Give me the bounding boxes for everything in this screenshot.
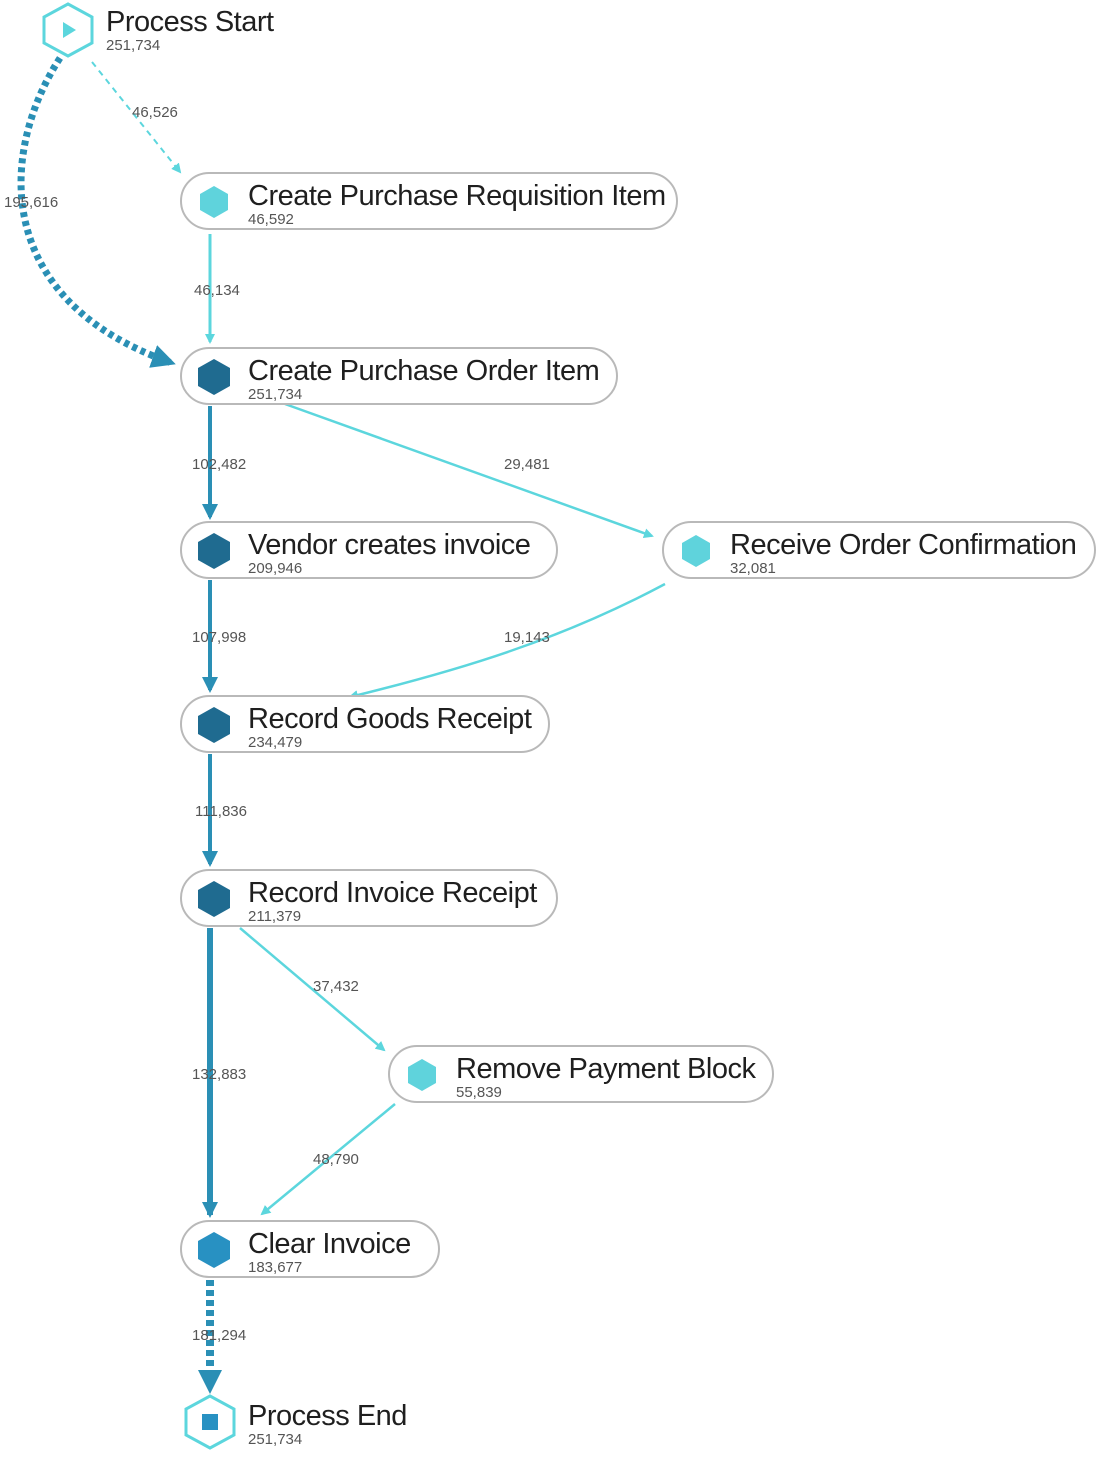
node-clear-invoice[interactable]: Clear Invoice 183,677 (180, 1220, 440, 1278)
edge-label-payment-block-to-clear-invoice: 48,790 (313, 1151, 359, 1168)
edge-label-start-to-order-item: 195,616 (4, 194, 59, 211)
edge-order-item-to-confirmation (284, 402, 654, 538)
node-label: Vendor creates invoice (248, 529, 531, 561)
node-label: Record Invoice Receipt (248, 877, 537, 909)
edge-label-order-item-to-vendor-invoice: 102,482 (192, 456, 247, 473)
edge-start-to-order-item (17, 56, 176, 368)
node-record-goods-receipt[interactable]: Record Goods Receipt 234,479 (180, 695, 550, 753)
node-count: 211,379 (248, 908, 302, 925)
activity-hexagon-icon (198, 881, 230, 917)
node-count: 32,081 (730, 560, 776, 577)
process-start-label: Process Start (106, 6, 274, 38)
edge-label-start-to-requisition: 46,526 (132, 104, 178, 121)
activity-hexagon-icon (198, 359, 230, 395)
edge-label-clear-invoice-to-end: 181,294 (192, 1327, 247, 1344)
edge-start-to-requisition (91, 61, 182, 174)
node-count: 46,592 (248, 211, 294, 228)
process-end-count: 251,734 (248, 1431, 303, 1448)
edge-confirmation-to-goods-receipt (348, 582, 666, 700)
node-label: Receive Order Confirmation (730, 529, 1077, 561)
node-label: Clear Invoice (248, 1228, 411, 1260)
process-end-icon (184, 1394, 236, 1450)
edge-label-invoice-receipt-to-clear-invoice: 132,883 (192, 1066, 247, 1083)
edge-label-goods-receipt-to-invoice-receipt: 111,836 (195, 803, 247, 820)
node-receive-order-confirmation[interactable]: Receive Order Confirmation 32,081 (662, 521, 1096, 579)
node-label: Create Purchase Requisition Item (248, 180, 666, 212)
node-count: 234,479 (248, 734, 303, 751)
node-count: 209,946 (248, 560, 303, 577)
edge-label-order-item-to-confirmation: 29,481 (504, 456, 550, 473)
edge-invoice-receipt-to-payment-block (239, 927, 386, 1052)
activity-hexagon-icon (198, 533, 230, 569)
process-start-icon (42, 2, 94, 58)
process-start-count: 251,734 (106, 37, 161, 54)
edge-payment-block-to-clear-invoice (260, 1103, 396, 1216)
node-create-purchase-order-item[interactable]: Create Purchase Order Item 251,734 (180, 347, 618, 405)
node-count: 183,677 (248, 1259, 303, 1276)
node-record-invoice-receipt[interactable]: Record Invoice Receipt 211,379 (180, 869, 558, 927)
process-end-label: Process End (248, 1400, 407, 1432)
node-count: 251,734 (248, 386, 303, 403)
node-remove-payment-block[interactable]: Remove Payment Block 55,839 (388, 1045, 774, 1103)
activity-hexagon-icon (408, 1059, 436, 1091)
edge-label-invoice-receipt-to-payment-block: 37,432 (313, 978, 359, 995)
edge-label-vendor-invoice-to-goods-receipt: 107,998 (192, 629, 247, 646)
edge-label-requisition-to-order-item: 46,134 (194, 282, 240, 299)
activity-hexagon-icon (682, 535, 710, 567)
activity-hexagon-icon (198, 1232, 230, 1268)
activity-hexagon-icon (198, 707, 230, 743)
node-label: Record Goods Receipt (248, 703, 532, 735)
node-label: Remove Payment Block (456, 1053, 756, 1085)
node-create-purchase-requisition-item[interactable]: Create Purchase Requisition Item 46,592 (180, 172, 678, 230)
node-vendor-creates-invoice[interactable]: Vendor creates invoice 209,946 (180, 521, 558, 579)
node-count: 55,839 (456, 1084, 502, 1101)
node-label: Create Purchase Order Item (248, 355, 600, 387)
activity-hexagon-icon (200, 186, 228, 218)
edge-label-confirmation-to-goods-receipt: 19,143 (504, 629, 550, 646)
